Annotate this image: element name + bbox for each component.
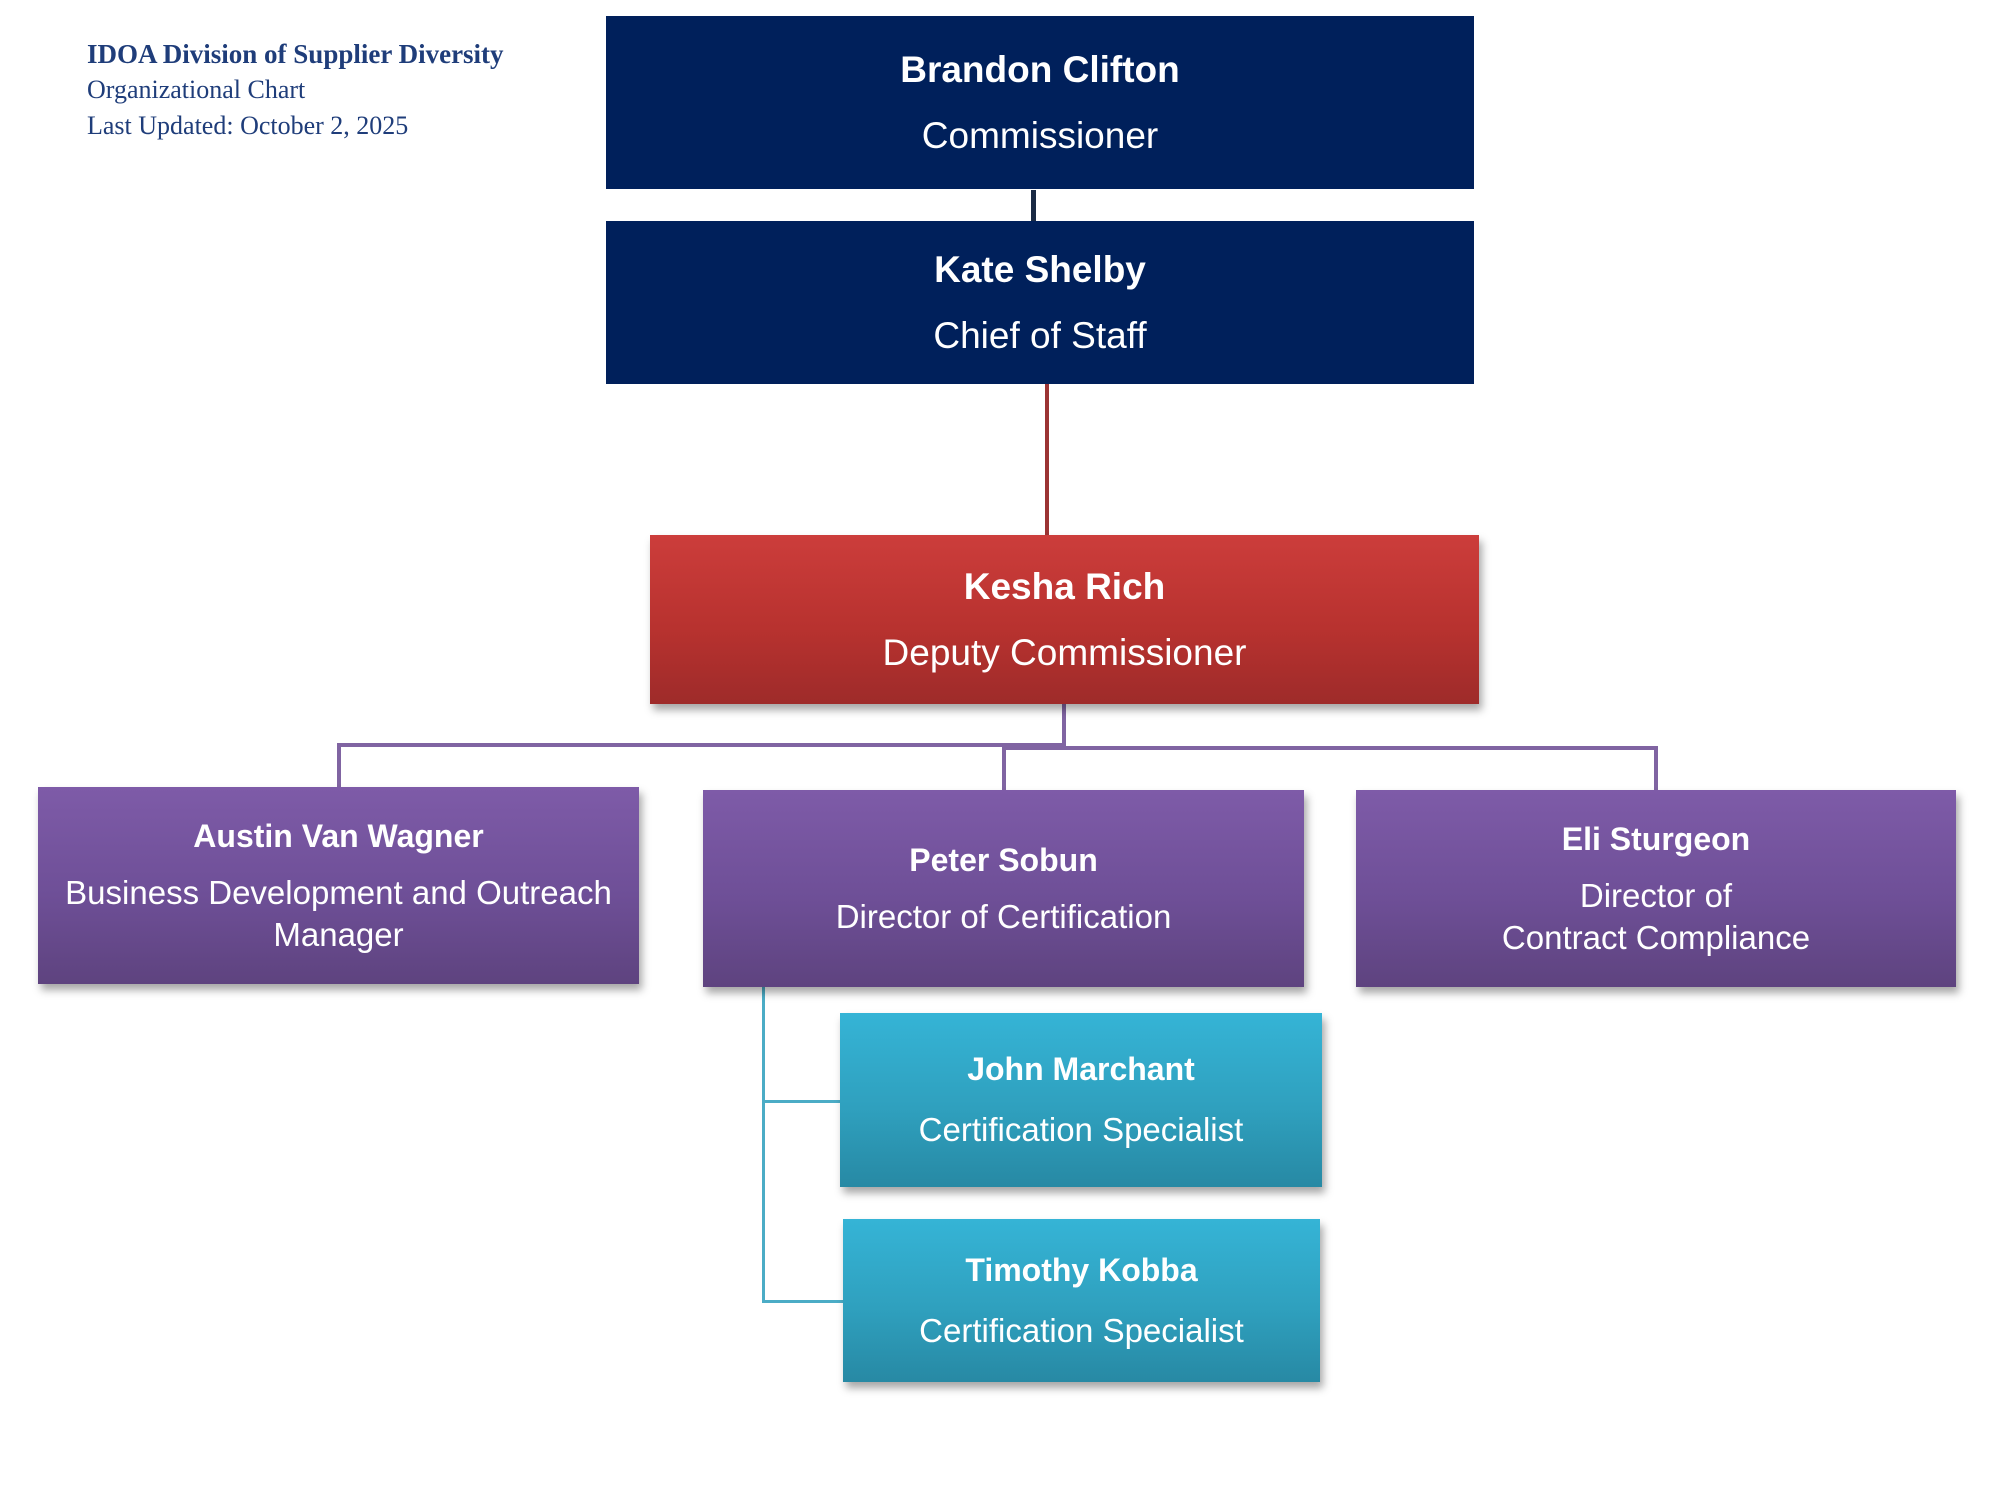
node-role-line2: Contract Compliance xyxy=(1501,918,1811,956)
node-name: Eli Sturgeon xyxy=(1561,820,1751,857)
node-name: Brandon Clifton xyxy=(900,48,1180,90)
node-role: Certification Specialist xyxy=(919,1311,1244,1349)
connector-chief-deputy xyxy=(1045,384,1049,535)
node-role-line1: Business Development and Outreach xyxy=(65,873,612,911)
node-role-line1: Director of xyxy=(1579,876,1733,914)
node-name: John Marchant xyxy=(967,1051,1195,1087)
node-role: Chief of Staff xyxy=(933,314,1147,356)
connector-peter-down xyxy=(762,987,765,1303)
node-role: Commissioner xyxy=(921,114,1159,156)
connector-commissioner-chief xyxy=(1031,190,1036,221)
connector-to-peter xyxy=(1002,746,1006,790)
node-name: Timothy Kobba xyxy=(965,1251,1198,1288)
connector-to-austin xyxy=(337,743,341,787)
division-title: IDOA Division of Supplier Diversity xyxy=(87,39,504,69)
org-node-peter-sobun: Peter Sobun Director of Certification xyxy=(703,790,1304,987)
node-role-line2: Manager xyxy=(273,915,404,953)
node-role: Certification Specialist xyxy=(918,1111,1244,1148)
chart-subtitle: Organizational Chart xyxy=(87,75,306,104)
node-name: Kate Shelby xyxy=(934,248,1146,290)
connector-horizontal-right xyxy=(1003,746,1658,750)
last-updated: Last Updated: October 2, 2025 xyxy=(87,111,409,140)
org-node-chief-of-staff: Kate Shelby Chief of Staff xyxy=(606,221,1474,384)
connector-horizontal-left xyxy=(337,743,1066,747)
org-node-john-marchant: John Marchant Certification Specialist xyxy=(840,1013,1322,1187)
org-node-timothy-kobba: Timothy Kobba Certification Specialist xyxy=(843,1219,1320,1382)
connector-to-john xyxy=(762,1100,840,1103)
node-name: Austin Van Wagner xyxy=(193,817,484,854)
node-role: Deputy Commissioner xyxy=(882,631,1247,673)
node-name: Peter Sobun xyxy=(909,841,1098,878)
org-node-deputy-commissioner: Kesha Rich Deputy Commissioner xyxy=(650,535,1479,704)
node-name: Kesha Rich xyxy=(963,565,1166,607)
connector-to-timothy xyxy=(762,1300,843,1303)
org-node-eli-sturgeon: Eli Sturgeon Director of Contract Compli… xyxy=(1356,790,1956,987)
node-role-line1: Director of Certification xyxy=(835,897,1172,935)
connector-deputy-down xyxy=(1062,704,1066,748)
org-node-commissioner: Brandon Clifton Commissioner xyxy=(606,16,1474,189)
org-node-austin-van-wagner: Austin Van Wagner Business Development a… xyxy=(38,787,639,984)
chart-header: IDOA Division of Supplier Diversity Orga… xyxy=(87,36,504,144)
connector-to-eli xyxy=(1654,746,1658,790)
